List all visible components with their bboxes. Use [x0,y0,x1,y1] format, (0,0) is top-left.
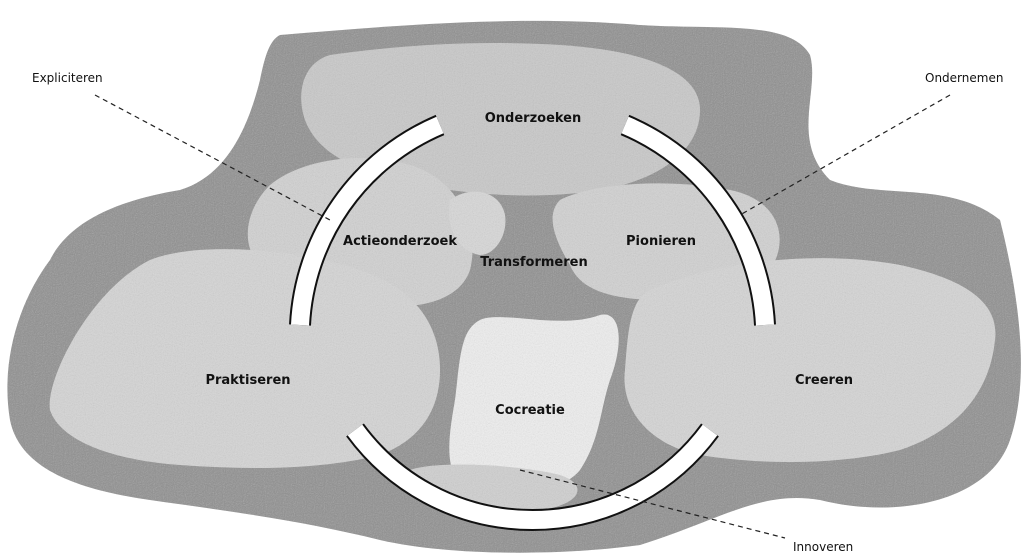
label-onderzoeken: Onderzoeken [485,111,582,126]
label-cocreatie: Cocreatie [495,403,565,418]
label-ondernemen: Ondernemen [925,71,1003,85]
label-actieonderzoek: Actieonderzoek [343,234,457,249]
label-expliciteren: Expliciteren [32,71,103,85]
label-transformeren: Transformeren [480,255,587,270]
label-pionieren: Pionieren [626,234,696,249]
label-praktiseren: Praktiseren [205,373,290,388]
label-innoveren: Innoveren [793,540,853,554]
label-creeren: Creeren [795,373,853,388]
